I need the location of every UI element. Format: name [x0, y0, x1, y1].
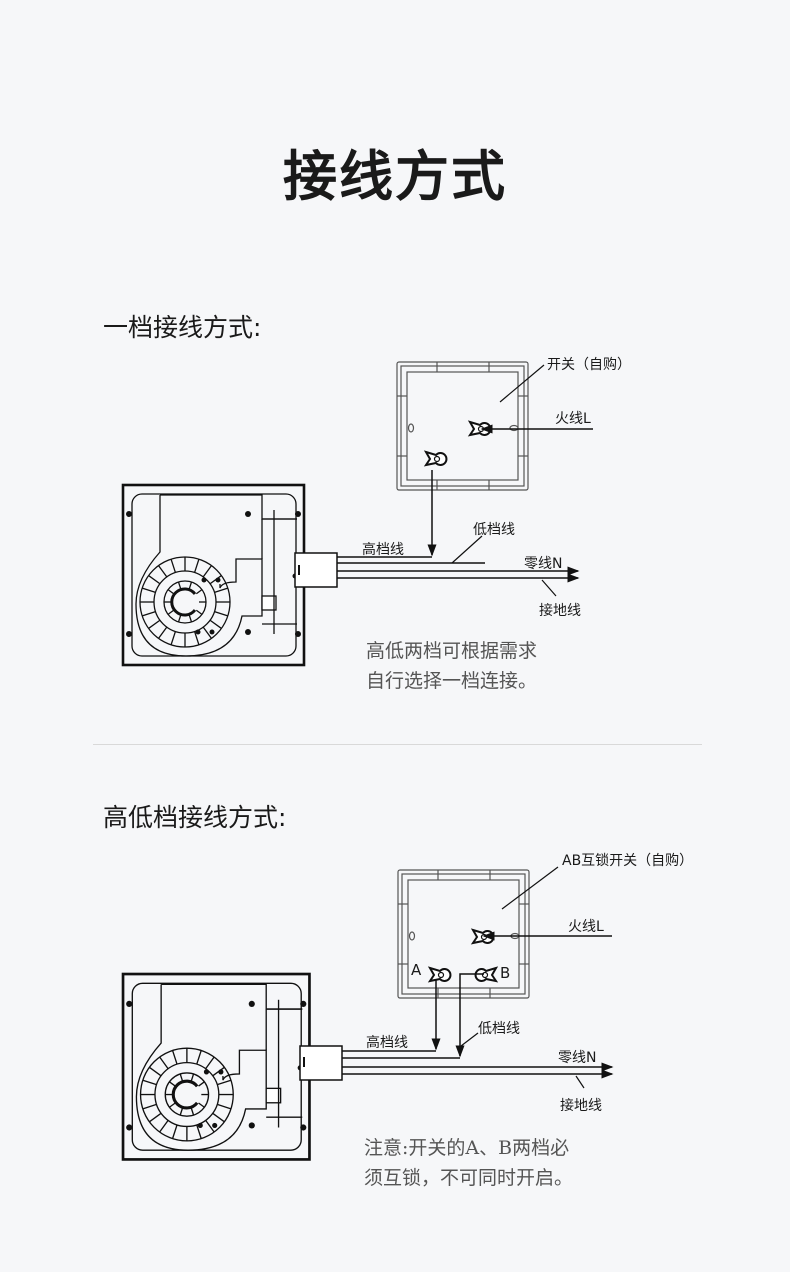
terminal-icon [427, 966, 452, 983]
section2-heading: 高低档接线方式: [103, 803, 287, 832]
terminal-icon [423, 450, 448, 467]
live-wire-label: 火线L [555, 411, 591, 427]
note-line: 自行选择一档连接。 [366, 670, 538, 692]
switch-label: AB互锁开关（自购） [562, 853, 694, 869]
note-line: 须互锁，不可同时开启。 [364, 1167, 574, 1189]
wires [337, 364, 593, 597]
live-wire-label: 火线L [568, 919, 604, 935]
page-title: 接线方式 [283, 145, 507, 208]
low-wire-label: 低档线 [478, 1021, 520, 1037]
note: 高低两档可根据需求 自行选择一档连接。 [366, 636, 537, 696]
cable-connector [299, 1045, 343, 1081]
cable-connector [294, 552, 338, 588]
neutral-wire-label: 零线N [558, 1050, 597, 1066]
low-wire-label: 低档线 [473, 522, 515, 538]
high-wire-label: 高档线 [362, 542, 404, 558]
ground-wire-label: 接地线 [539, 603, 581, 619]
fan-unit [121, 972, 311, 1161]
note: 注意:开关的A、B两档必 须互锁，不可同时开启。 [364, 1133, 573, 1193]
neutral-wire-label: 零线N [524, 556, 563, 572]
section1-heading: 一档接线方式: [103, 313, 262, 342]
switch-label: 开关（自购） [547, 357, 631, 373]
wall-switch [396, 361, 529, 491]
terminal-a-label: A [411, 961, 422, 979]
note-line: 高低两档可根据需求 [366, 640, 538, 662]
wires [342, 866, 614, 1089]
terminal-b-label: B [500, 964, 511, 982]
divider [93, 744, 702, 745]
terminal-icon [474, 966, 499, 983]
high-wire-label: 高档线 [366, 1035, 408, 1051]
wall-switch [397, 869, 530, 999]
note-line: 注意:开关的A、B两档必 [364, 1137, 570, 1159]
ground-wire-label: 接地线 [560, 1098, 602, 1114]
